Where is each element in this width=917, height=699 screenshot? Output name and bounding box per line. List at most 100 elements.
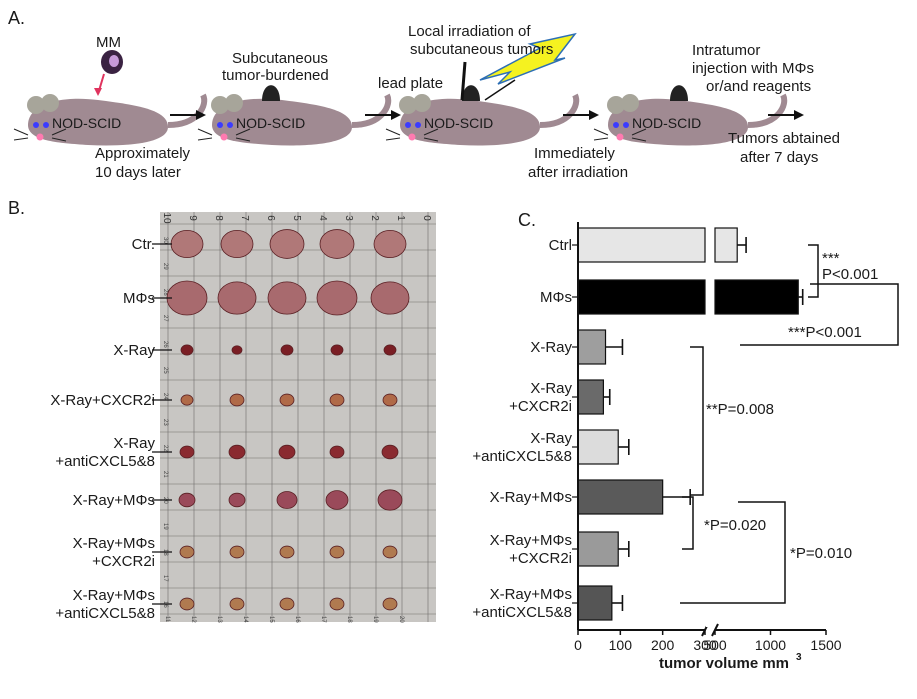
category-label: X-Ray+MΦs	[490, 489, 572, 506]
tumor-specimen	[330, 344, 344, 356]
tumor-specimen	[180, 344, 194, 356]
bar	[577, 531, 619, 567]
tumor-specimen	[166, 280, 208, 316]
tumor-specimen	[276, 491, 298, 509]
sig-1-stars: ***	[822, 250, 840, 267]
row-label: +antiCXCL5&8	[55, 605, 155, 622]
step4-note-1: Intratumor	[692, 42, 760, 59]
tumor-specimen	[220, 229, 254, 258]
ruler-left: 302928272625242322212019181716	[162, 237, 168, 608]
arrow-2	[365, 110, 401, 120]
category-label: X-Ray	[530, 380, 572, 397]
pointer-line	[484, 79, 516, 101]
mouse-1: NOD-SCID	[13, 93, 208, 146]
row-label: X-Ray+CXCR2i	[50, 392, 155, 409]
ruler-left-tick-label: 28	[162, 289, 168, 296]
ruler-left-tick-label: 17	[162, 575, 168, 582]
ruler-left-tick-label: 23	[162, 419, 168, 426]
final-note-2: after 7 days	[740, 149, 818, 166]
ruler-bottom-tick-label: 11	[164, 616, 170, 623]
tumor-specimen	[382, 597, 398, 611]
bar	[577, 379, 604, 415]
lightning-icon	[479, 32, 577, 85]
mm-label: MM	[96, 34, 121, 51]
bar-segment-high	[714, 279, 799, 315]
mouse-1-label: NOD-SCID	[52, 115, 121, 131]
ruler-bottom-tick-label: 15	[268, 616, 274, 623]
row-label: X-Ray+MΦs	[73, 535, 155, 552]
x-tick-label: 100	[609, 637, 633, 653]
ruler-left-tick-label: 20	[162, 497, 168, 504]
row-label: +antiCXCL5&8	[55, 453, 155, 470]
x-tick-label: 300	[693, 637, 717, 653]
row-label: +CXCR2i	[92, 553, 155, 570]
step3-after-1: Immediately	[534, 145, 615, 162]
ruler-left-tick-label: 30	[162, 237, 168, 244]
ruler-top-tick-label: 8	[213, 215, 224, 221]
tumor-specimen	[179, 597, 195, 611]
tumor-specimen	[231, 345, 243, 355]
tumor-specimen	[170, 229, 204, 258]
tumor-specimen	[278, 444, 296, 460]
sig-bracket-ctrl-mphs	[808, 244, 819, 298]
category-label: +antiCXCL5&8	[472, 448, 572, 465]
tumor-specimen	[383, 344, 397, 356]
category-label: MΦs	[540, 289, 572, 306]
ruler-bottom-tick-label: 12	[190, 616, 196, 623]
x-tick-label: 0	[574, 637, 582, 653]
x-axis-label-sup: 3	[796, 652, 802, 663]
tumor-specimens	[166, 229, 410, 611]
tumor-specimen	[229, 393, 245, 407]
ruler-top-tick-label: 4	[317, 215, 328, 221]
step3-after-2: after irradiation	[528, 164, 628, 181]
sig-bracket-mphs-anticxcl	[680, 501, 786, 604]
ruler-top-tick-label: 9	[187, 215, 198, 221]
row-label: X-Ray	[113, 342, 155, 359]
ruler-top-tick-label: 0	[421, 215, 432, 221]
tumor-specimen	[377, 489, 403, 511]
tumor-specimen	[179, 545, 195, 559]
final-note-1: Tumors abtained	[728, 130, 840, 147]
arrow-1	[170, 110, 206, 120]
tumor-specimen	[329, 545, 345, 559]
category-labels: CtrlMΦsX-RayX-Ray+CXCR2iX-Ray+antiCXCL5&…	[472, 237, 578, 621]
tumor-specimen	[179, 445, 195, 459]
ruler-left-tick-label: 26	[162, 341, 168, 348]
ruler-bottom-tick-label: 13	[216, 616, 222, 623]
row-label: MΦs	[123, 290, 155, 307]
sig-3-text: **P=0.008	[706, 401, 774, 418]
panel-c: C. CtrlMΦsX-RayX-Ray+CXCR2iX-Ray+antiCXC…	[472, 210, 899, 672]
bars	[577, 227, 804, 621]
sig-bracket-mphs-xray	[740, 283, 899, 346]
ruler-top-tick-label: 6	[265, 215, 276, 221]
tumor-specimen	[382, 393, 398, 407]
category-label: X-Ray	[530, 430, 572, 447]
sig-bracket-mphs-cxcr2i	[682, 496, 694, 550]
ruler-left-tick-label: 16	[162, 601, 168, 608]
tumor-specimen	[329, 393, 345, 407]
tumor-specimen	[180, 394, 194, 406]
mouse-4: NOD-SCID	[593, 85, 788, 146]
row-label: X-Ray+MΦs	[73, 587, 155, 604]
tumor-specimen	[381, 444, 399, 460]
axis-break-gap	[706, 222, 714, 627]
ruler-left-tick-label: 22	[162, 445, 168, 452]
tumor-specimen	[325, 490, 349, 510]
ruler-top-tick-label: 3	[343, 215, 354, 221]
ruler-top-tick-label: 7	[239, 215, 250, 221]
tumor-specimen	[279, 545, 295, 559]
mouse-4-label: NOD-SCID	[632, 115, 701, 131]
tumor-specimen	[316, 280, 358, 316]
step1-note-2: 10 days later	[95, 164, 181, 181]
sig-4-text: *P=0.020	[704, 517, 766, 534]
ruler-bottom-tick-label: 19	[372, 616, 378, 623]
step2-note-1: Subcutaneous	[232, 50, 328, 67]
ruler-bottom-tick-label: 17	[320, 616, 326, 623]
ruler-left-tick-label: 29	[162, 263, 168, 270]
ruler-left-tick-label: 24	[162, 393, 168, 400]
category-label: X-Ray+MΦs	[490, 532, 572, 549]
mouse-3-label: NOD-SCID	[424, 115, 493, 131]
